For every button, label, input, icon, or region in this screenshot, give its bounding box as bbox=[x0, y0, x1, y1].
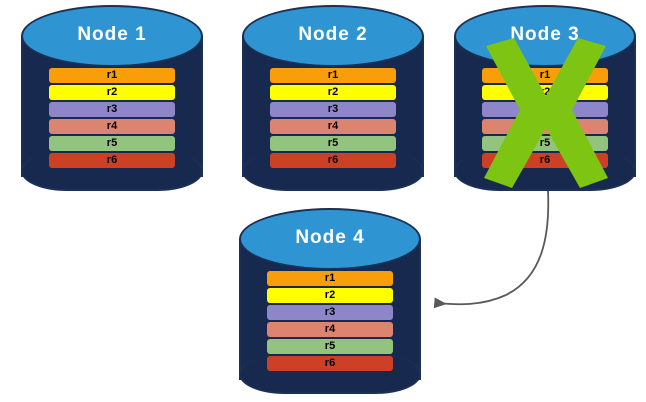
node-cylinder-node-1[interactable]: Node 1 r1 r2 r3 r4 r5 r6 bbox=[21, 5, 203, 198]
record-row[interactable]: r5 bbox=[49, 136, 175, 151]
node-title: Node 2 bbox=[298, 24, 368, 45]
record-row[interactable]: r2 bbox=[482, 85, 608, 100]
node-cylinder-node-4[interactable]: Node 4 r1 r2 r3 r4 r5 r6 bbox=[239, 208, 421, 401]
record-row[interactable]: r4 bbox=[270, 119, 396, 134]
node-title: Node 1 bbox=[77, 24, 147, 45]
node-cylinder-node-2[interactable]: Node 2 r1 r2 r3 r4 r5 r6 bbox=[242, 5, 424, 198]
record-list: r1 r2 r3 r4 r5 r6 bbox=[454, 68, 636, 170]
record-row[interactable]: r3 bbox=[49, 102, 175, 117]
node-title: Node 3 bbox=[510, 24, 580, 45]
cylinder-top-ellipse: Node 4 bbox=[239, 208, 421, 270]
record-list: r1 r2 r3 r4 r5 r6 bbox=[242, 68, 424, 170]
record-row[interactable]: r6 bbox=[482, 153, 608, 168]
record-row[interactable]: r2 bbox=[49, 85, 175, 100]
record-list: r1 r2 r3 r4 r5 r6 bbox=[239, 271, 421, 373]
failover-arrow bbox=[433, 190, 550, 309]
record-row[interactable]: r3 bbox=[270, 102, 396, 117]
record-row[interactable]: r3 bbox=[482, 102, 608, 117]
record-row[interactable]: r5 bbox=[482, 136, 608, 151]
record-row[interactable]: r6 bbox=[49, 153, 175, 168]
record-row[interactable]: r4 bbox=[49, 119, 175, 134]
cylinder-top-ellipse: Node 1 bbox=[21, 5, 203, 67]
node-title: Node 4 bbox=[295, 227, 365, 248]
node-cylinder-node-3[interactable]: Node 3 r1 r2 r3 r4 r5 r6 bbox=[454, 5, 636, 198]
record-row[interactable]: r5 bbox=[270, 136, 396, 151]
record-row[interactable]: r1 bbox=[270, 68, 396, 83]
cylinder-top-ellipse: Node 2 bbox=[242, 5, 424, 67]
record-row[interactable]: r1 bbox=[267, 271, 393, 286]
record-row[interactable]: r1 bbox=[49, 68, 175, 83]
record-row[interactable]: r4 bbox=[482, 119, 608, 134]
record-row[interactable]: r6 bbox=[267, 356, 393, 371]
record-row[interactable]: r4 bbox=[267, 322, 393, 337]
cylinder-top-ellipse: Node 3 bbox=[454, 5, 636, 67]
record-row[interactable]: r1 bbox=[482, 68, 608, 83]
record-list: r1 r2 r3 r4 r5 r6 bbox=[21, 68, 203, 170]
record-row[interactable]: r5 bbox=[267, 339, 393, 354]
record-row[interactable]: r2 bbox=[270, 85, 396, 100]
record-row[interactable]: r2 bbox=[267, 288, 393, 303]
record-row[interactable]: r6 bbox=[270, 153, 396, 168]
record-row[interactable]: r3 bbox=[267, 305, 393, 320]
